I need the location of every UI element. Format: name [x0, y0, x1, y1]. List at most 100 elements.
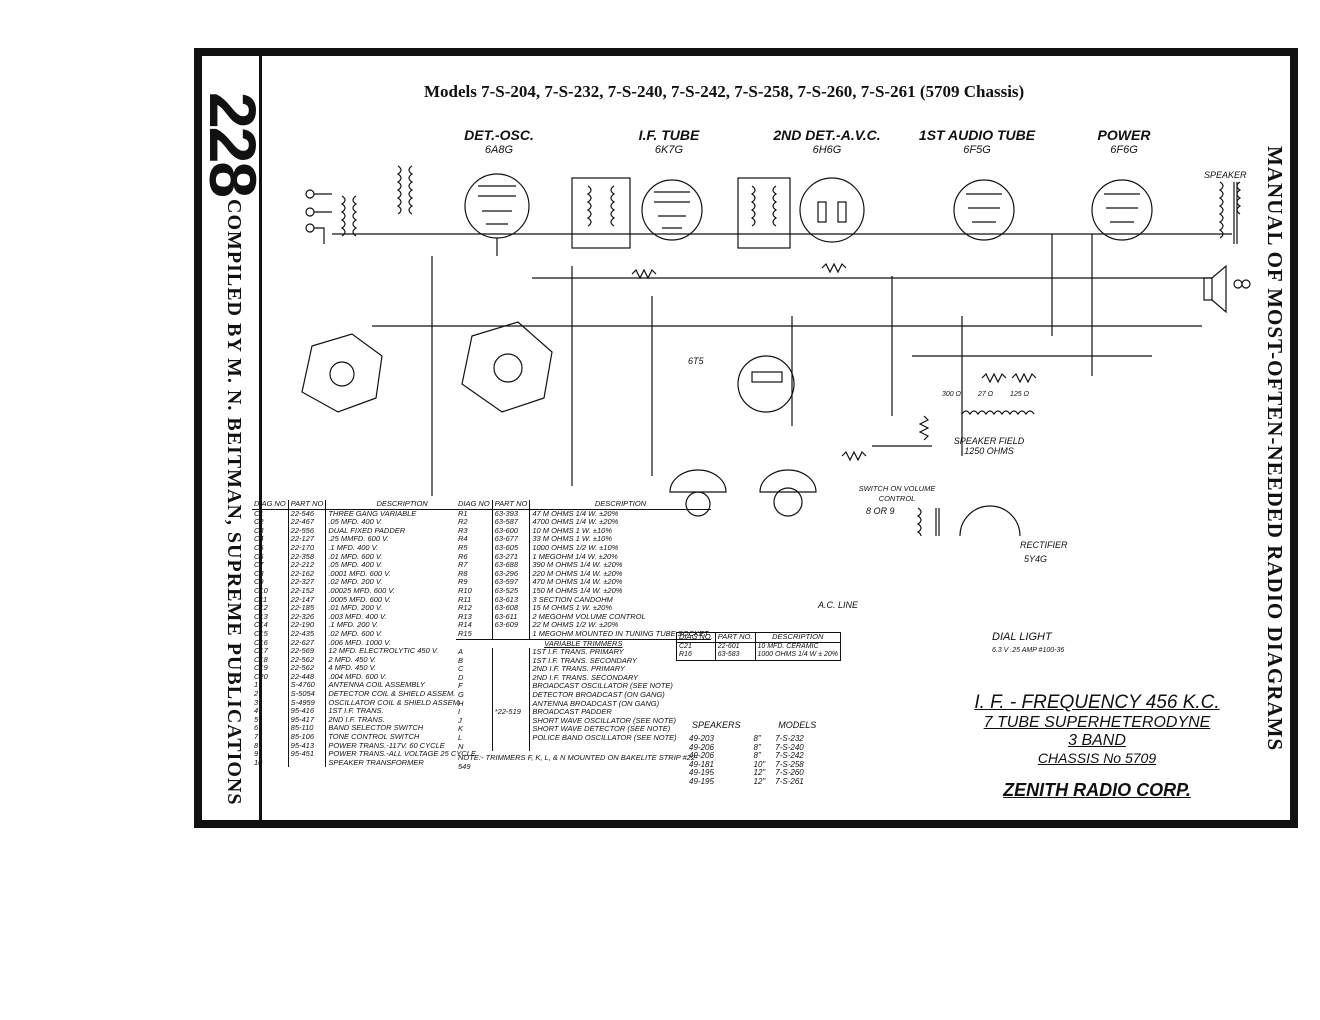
capacitor-cell: 22-627 — [287, 638, 326, 648]
tube-name: DET.-OSC. — [464, 127, 534, 143]
resistor-cell: R8 — [458, 568, 468, 578]
tube-label-det-osc: DET.-OSC. 6A8G — [434, 128, 564, 158]
capacitor-cell: 6 — [254, 723, 259, 733]
extra-part-cell: C21 — [679, 642, 692, 650]
capacitor-cell: .02 MFD. 200 V. — [325, 578, 478, 587]
trimmer-cell — [491, 699, 530, 709]
trimmer-cell: SHORT WAVE OSCILLATOR (SEE NOTE) — [529, 716, 711, 726]
tube-tuning-eye — [737, 355, 795, 413]
tube-name: 2ND DET.-A.V.C. — [773, 127, 881, 143]
capacitor-cell: C12 — [254, 603, 268, 613]
tube-label-power: POWER 6F6G — [1059, 128, 1189, 158]
col-header: PART NO. — [714, 632, 755, 643]
col-header: PART NO — [491, 499, 530, 510]
capacitor-cell: 95-413 — [287, 741, 326, 751]
col-header: MODELS — [778, 720, 817, 730]
capacitor-cell: OSCILLATOR COIL & SHIELD ASSEM. — [325, 698, 478, 708]
capacitor-cell: .0001 MFD. 600 V. — [325, 569, 478, 579]
capacitor-cell: .01 MFD. 600 V. — [325, 552, 478, 562]
chassis-number: CHASSIS No 5709 — [1037, 750, 1157, 766]
power-transformer — [916, 507, 940, 536]
capacitor-cell: SPEAKER TRANSFORMER — [325, 758, 478, 768]
tube-det-osc — [464, 173, 530, 256]
capacitor-cell: C15 — [254, 628, 268, 638]
capacitor-cell: 3 — [254, 697, 259, 707]
resistor-cell: R1 — [458, 508, 468, 518]
capacitor-cell: 7 — [254, 732, 259, 742]
capacitor-cell: ANTENNA COIL ASSEMBLY — [325, 681, 478, 691]
resistor-cell: 63-608 — [491, 604, 530, 613]
capacitor-cell: 22-212 — [287, 561, 326, 570]
trimmer-cell — [491, 665, 530, 674]
extra-part-cell: 22-601 — [714, 642, 755, 652]
capacitor-cell: 22-467 — [287, 518, 326, 527]
trimmer-cell: N — [458, 741, 464, 751]
dial-light-label: DIAL LIGHT — [992, 631, 1052, 643]
trimmer-cell: 1ST I.F. TRANS. PRIMARY — [529, 647, 711, 657]
capacitor-cell: 1 — [254, 680, 259, 690]
col-header: DESCRIPTION — [754, 632, 841, 643]
switch-values: 8 OR 9 — [866, 506, 895, 516]
diagram-frame: 228 COMPILED BY M. N. BEITMAN, SUPREME P… — [194, 48, 1298, 828]
trimmer-cell: J — [458, 715, 462, 725]
trimmer-cell: *22-519 — [491, 708, 530, 717]
capacitor-cell: .02 MFD. 600 V. — [325, 629, 478, 639]
capacitor-cell: .003 MFD. 400 V. — [325, 612, 478, 622]
trimmer-cell: G — [458, 690, 464, 700]
capacitor-cell: 4 — [254, 706, 259, 716]
table-row: N — [456, 741, 711, 752]
resistor-cell: R9 — [458, 577, 468, 587]
capacitor-cell: 2 MFD. 450 V. — [325, 655, 478, 665]
resistor-cell: 63-296 — [491, 569, 530, 579]
trimmer-cell: B — [458, 655, 464, 665]
capacitor-cell: .25 MMFD. 600 V. — [325, 535, 478, 544]
resistor-cell: 63-611 — [491, 612, 530, 622]
resistor-cell: 1000 OHMS 1/2 W. ±10% — [529, 543, 711, 553]
capacitor-cell: 22-170 — [287, 543, 326, 553]
resistor-cell: R7 — [458, 560, 468, 570]
col-header: PART NO — [287, 499, 326, 510]
extra-part-cell: 10 MFD. CERAMIC — [754, 642, 841, 652]
resistor-cell: 63-677 — [491, 535, 530, 544]
capacitor-cell: 22-327 — [287, 578, 326, 587]
capacitor-cell: S-4760 — [287, 681, 326, 691]
tube-type: 6F6G — [1110, 144, 1138, 156]
resistor-cell: 220 M OHMS 1/4 W. ±20% — [529, 569, 711, 579]
tube-label-if: I.F. TUBE 6K7G — [604, 128, 734, 158]
r27-label: 27 Ω — [978, 391, 994, 398]
capacitor-cell: C19 — [254, 663, 268, 673]
capacitor-cell: 95-416 — [287, 707, 326, 716]
capacitor-cell: .05 MFD. 400 V. — [325, 518, 478, 527]
speaker-cell: 8" — [753, 751, 761, 760]
speaker-cell: 8" — [753, 734, 761, 743]
capacitor-cell: 85-106 — [287, 732, 326, 742]
capacitor-cell: 22-127 — [287, 535, 326, 544]
trimmer-cell — [491, 734, 530, 743]
chassis-info: I. F. - FREQUENCY 456 K.C. 7 TUBE SUPERH… — [932, 692, 1262, 801]
tube-if — [641, 179, 703, 241]
resistor-cell: 63-587 — [491, 518, 530, 527]
trimmer-cell — [491, 656, 530, 666]
capacitor-cell — [287, 758, 326, 768]
